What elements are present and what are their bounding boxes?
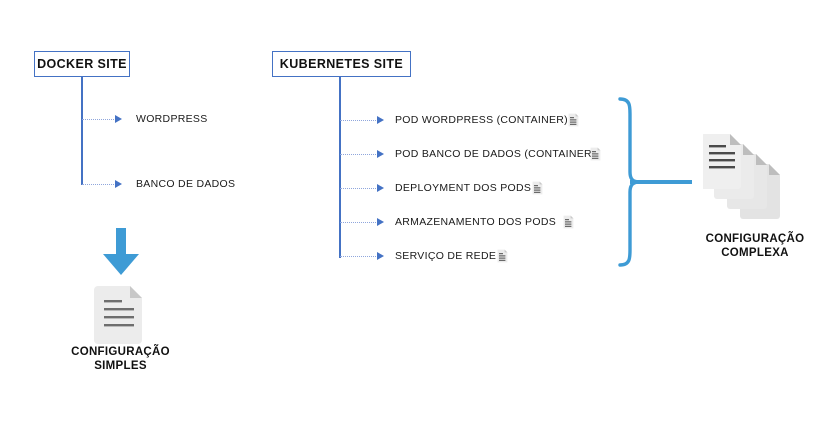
connector-dash	[340, 187, 378, 189]
k8s-item-pod-banco-de-dados[interactable]: POD BANCO DE DADOS (CONTAINER)	[395, 148, 596, 160]
document-icon	[497, 249, 508, 263]
document-icon	[94, 286, 142, 344]
document-icon	[568, 113, 579, 127]
kubernetes-trunk-line	[339, 77, 341, 258]
connector-dash	[340, 153, 378, 155]
document-icon	[532, 181, 543, 195]
down-arrow-icon	[103, 228, 139, 275]
docker-item-banco-de-dados[interactable]: BANCO DE DADOS	[136, 178, 236, 190]
connector-dash	[340, 119, 378, 121]
connector-dash	[340, 255, 378, 257]
document-icon	[590, 147, 601, 161]
kubernetes-site-label: KUBERNETES SITE	[279, 57, 404, 71]
caption-line-2: SIMPLES	[94, 360, 147, 372]
k8s-item-pod-wordpress[interactable]: POD WORDPRESS (CONTAINER)	[395, 114, 568, 126]
k8s-connector-3	[340, 183, 384, 193]
k8s-connector-5	[340, 251, 384, 261]
docker-site-label: DOCKER SITE	[37, 57, 127, 71]
k8s-item-deployment-dos-pods[interactable]: DEPLOYMENT DOS PODS	[395, 182, 532, 194]
docker-connector-1	[82, 114, 122, 124]
connector-dash	[82, 183, 116, 185]
connector-arrowhead	[377, 218, 384, 226]
brace-connector-line	[630, 180, 692, 184]
k8s-connector-2	[340, 149, 384, 159]
connector-arrowhead	[377, 150, 384, 158]
connector-arrowhead	[377, 116, 384, 124]
connector-arrowhead	[377, 184, 384, 192]
caption-line-2: COMPLEXA	[721, 247, 789, 259]
kubernetes-site-box[interactable]: KUBERNETES SITE	[272, 51, 411, 77]
k8s-item-servico-de-rede[interactable]: SERVIÇO DE REDE	[395, 250, 497, 262]
document-stack-icon	[703, 134, 780, 219]
caption-configuracao-complexa: CONFIGURAÇÃO COMPLEXA	[675, 232, 835, 260]
docker-trunk-line	[81, 77, 83, 185]
document-icon	[563, 215, 574, 229]
connector-dash	[82, 118, 116, 120]
docker-connector-2	[82, 179, 122, 189]
caption-line-1: CONFIGURAÇÃO	[71, 346, 170, 358]
connector-dash	[340, 221, 378, 223]
docker-item-wordpress[interactable]: WORDPRESS	[136, 113, 208, 125]
k8s-connector-4	[340, 217, 384, 227]
connector-arrowhead	[377, 252, 384, 260]
connector-arrowhead	[115, 180, 122, 188]
caption-line-1: CONFIGURAÇÃO	[705, 233, 805, 245]
caption-configuracao-simples: CONFIGURAÇÃO SIMPLES	[43, 345, 198, 373]
docker-site-box[interactable]: DOCKER SITE	[34, 51, 130, 77]
connector-arrowhead	[115, 115, 122, 123]
k8s-connector-1	[340, 115, 384, 125]
k8s-item-armazenamento-dos-pods[interactable]: ARMAZENAMENTO DOS PODS	[395, 216, 557, 228]
